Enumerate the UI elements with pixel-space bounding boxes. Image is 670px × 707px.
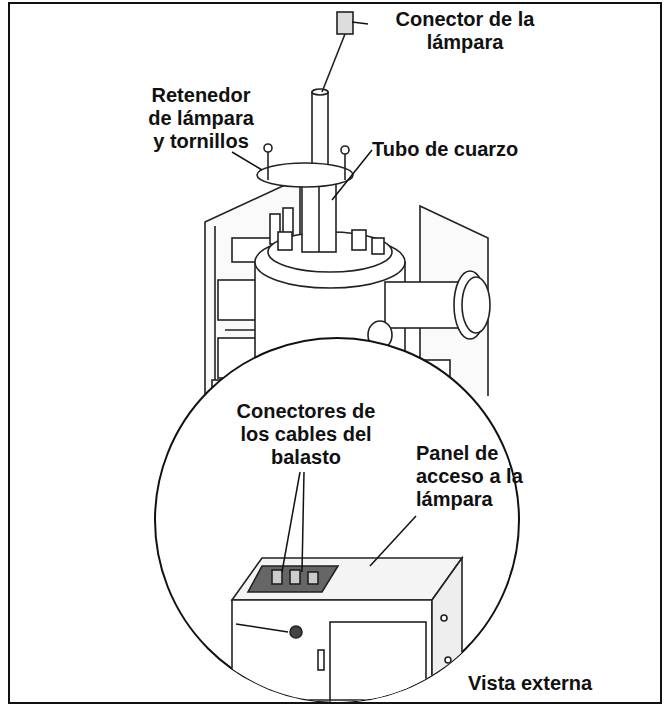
part-label: Retenedor de lámpara y tornillos [140,84,262,153]
frame [9,3,661,703]
part-label: Vista externa [468,672,592,695]
part-label: Conector de la lámpara [365,8,565,54]
part-label: Panel de acceso a la lámpara [416,442,541,511]
part-label: Conectores de los cables del balasto [236,400,376,469]
leader-lines [236,472,416,632]
external-view [232,558,462,707]
part-label: Tubo de cuarzo [372,138,518,161]
